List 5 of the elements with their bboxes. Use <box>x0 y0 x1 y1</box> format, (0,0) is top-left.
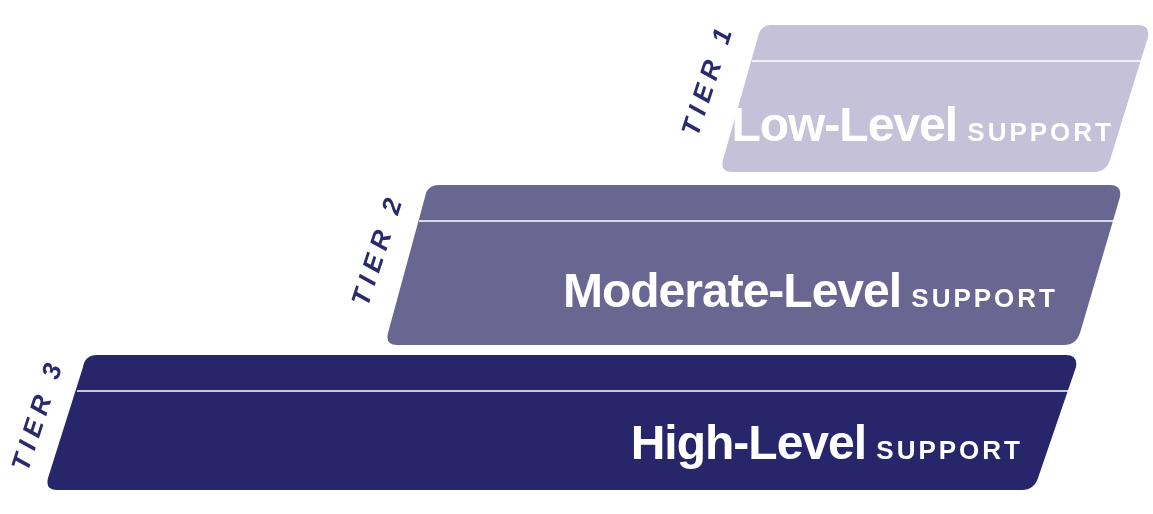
tier-label: TIER 3 <box>5 353 71 475</box>
band-title: Moderate-Level SUPPORT <box>562 263 1058 318</box>
tier-label: TIER 2 <box>345 188 411 310</box>
band-title: High-Level SUPPORT <box>630 415 1023 470</box>
band-title: Low-Level SUPPORT <box>731 97 1114 152</box>
